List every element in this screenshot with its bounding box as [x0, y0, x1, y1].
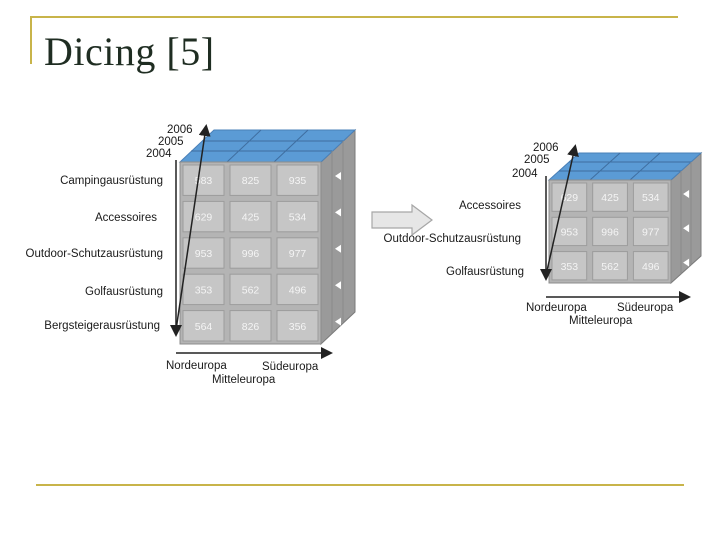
cube-before-cell-value: 564 [195, 321, 213, 333]
cube-after-cell-value: 534 [642, 192, 660, 204]
cube-before-side-marker [335, 317, 341, 326]
slide-title: Dicing [5] [44, 29, 215, 74]
cube-before-cell-value: 996 [242, 248, 260, 260]
cube-after-cell-value: 953 [561, 226, 579, 238]
cube-after-side-marker [683, 258, 690, 267]
cube-after-side-marker [683, 190, 690, 198]
cube-before-cell [276, 164, 319, 196]
cube-before-cell-value: 425 [242, 212, 260, 224]
product-label-before: Accessoires [95, 212, 157, 224]
cube-before-cell-value: 562 [242, 284, 260, 296]
cube-before-cell-value: 534 [289, 212, 307, 224]
region-mitte-before: Mitteleuropa [212, 374, 276, 386]
product-label-before: Golfausrüstung [85, 286, 163, 298]
cube-after-side-marker [683, 224, 690, 233]
product-label-after: Golfausrüstung [446, 266, 524, 278]
cube-before-cell [276, 310, 319, 342]
product-label-after: Outdoor-Schutzausrüstung [384, 233, 521, 245]
axis-years-after [545, 144, 579, 276]
cube-before-cell-value: 496 [289, 284, 307, 296]
region-sued-after: Südeuropa [617, 302, 674, 314]
cube-before-cell-value: 825 [242, 175, 260, 187]
axis-years-before [175, 124, 211, 331]
cube-after-cell [551, 182, 588, 212]
cube-before-cell-value: 356 [289, 321, 307, 333]
year-2004-after: 2004 [512, 168, 538, 180]
cube-before-cell-value: 977 [289, 248, 307, 260]
year-2006-before: 2006 [167, 124, 193, 136]
cube-after-cell [632, 182, 669, 212]
region-nord-before: Nordeuropa [166, 360, 227, 372]
cube-before-cell [276, 273, 319, 306]
cube-before-cell [229, 273, 272, 306]
cube-before-cell [182, 200, 225, 233]
product-label-before: Outdoor-Schutzausrüstung [26, 248, 163, 260]
cube-after-cell [632, 216, 669, 247]
cube-before-side-marker [335, 172, 341, 180]
year-2004-before: 2004 [146, 148, 172, 160]
cube-after-cell-value: 496 [642, 261, 660, 273]
cube-before-cell [182, 164, 225, 196]
year-2005-before: 2005 [158, 136, 184, 148]
bottom-rule [36, 484, 684, 486]
cube-before-side-marker [335, 208, 341, 217]
cube-after-cell-value: 996 [601, 226, 619, 238]
cube-before-cell-value: 353 [195, 284, 213, 296]
cube-before-cell-value: 826 [242, 321, 260, 333]
cube-before-cell [229, 310, 272, 342]
cube-before-cell [229, 237, 272, 269]
cube-after-cell-value: 425 [601, 192, 619, 204]
cube-after-cell [592, 182, 628, 212]
cube-before-cell [276, 200, 319, 233]
product-label-after: Accessoires [459, 200, 521, 212]
cube-before-cell [182, 237, 225, 269]
cube-before-side-marker [335, 244, 341, 253]
region-nord-after: Nordeuropa [526, 302, 587, 314]
cube-after: 629 425 534 953 996 977 353 562 496 [547, 151, 703, 285]
cube-after-cell-value: 562 [601, 261, 619, 273]
region-sued-before: Südeuropa [262, 361, 319, 373]
cube-after-cell-value: 977 [642, 226, 660, 238]
cube-after-cell-value: 353 [561, 261, 579, 273]
year-2005-after: 2005 [524, 154, 550, 166]
top-rule [30, 16, 678, 18]
cube-before-side [320, 128, 356, 346]
cube-after-cell-value: 629 [561, 192, 579, 204]
year-2006-after: 2006 [533, 142, 559, 154]
cube-before-cell [182, 310, 225, 342]
region-mitte-after: Mitteleuropa [569, 315, 633, 327]
cube-before-cell [229, 164, 272, 196]
product-label-before: Campingausrüstung [60, 175, 163, 187]
cube-after-cell [551, 251, 588, 281]
transition-arrow [371, 203, 433, 237]
cube-before-cell [229, 200, 272, 233]
cube-after-cell [551, 216, 588, 247]
cube-after-cell [592, 251, 628, 281]
cube-before-cell [276, 237, 319, 269]
cube-before-cell-value: 629 [195, 212, 213, 224]
left-rule [30, 16, 32, 64]
cube-after-cell [632, 251, 669, 281]
cube-before-side-marker [335, 281, 341, 290]
cube-before-cell [182, 273, 225, 306]
cube-before-cell-value: 935 [289, 175, 307, 187]
cube-before-cell-value: 953 [195, 248, 213, 260]
product-label-before: Bergsteigerausrüstung [44, 320, 160, 332]
cube-after-cell [592, 216, 628, 247]
